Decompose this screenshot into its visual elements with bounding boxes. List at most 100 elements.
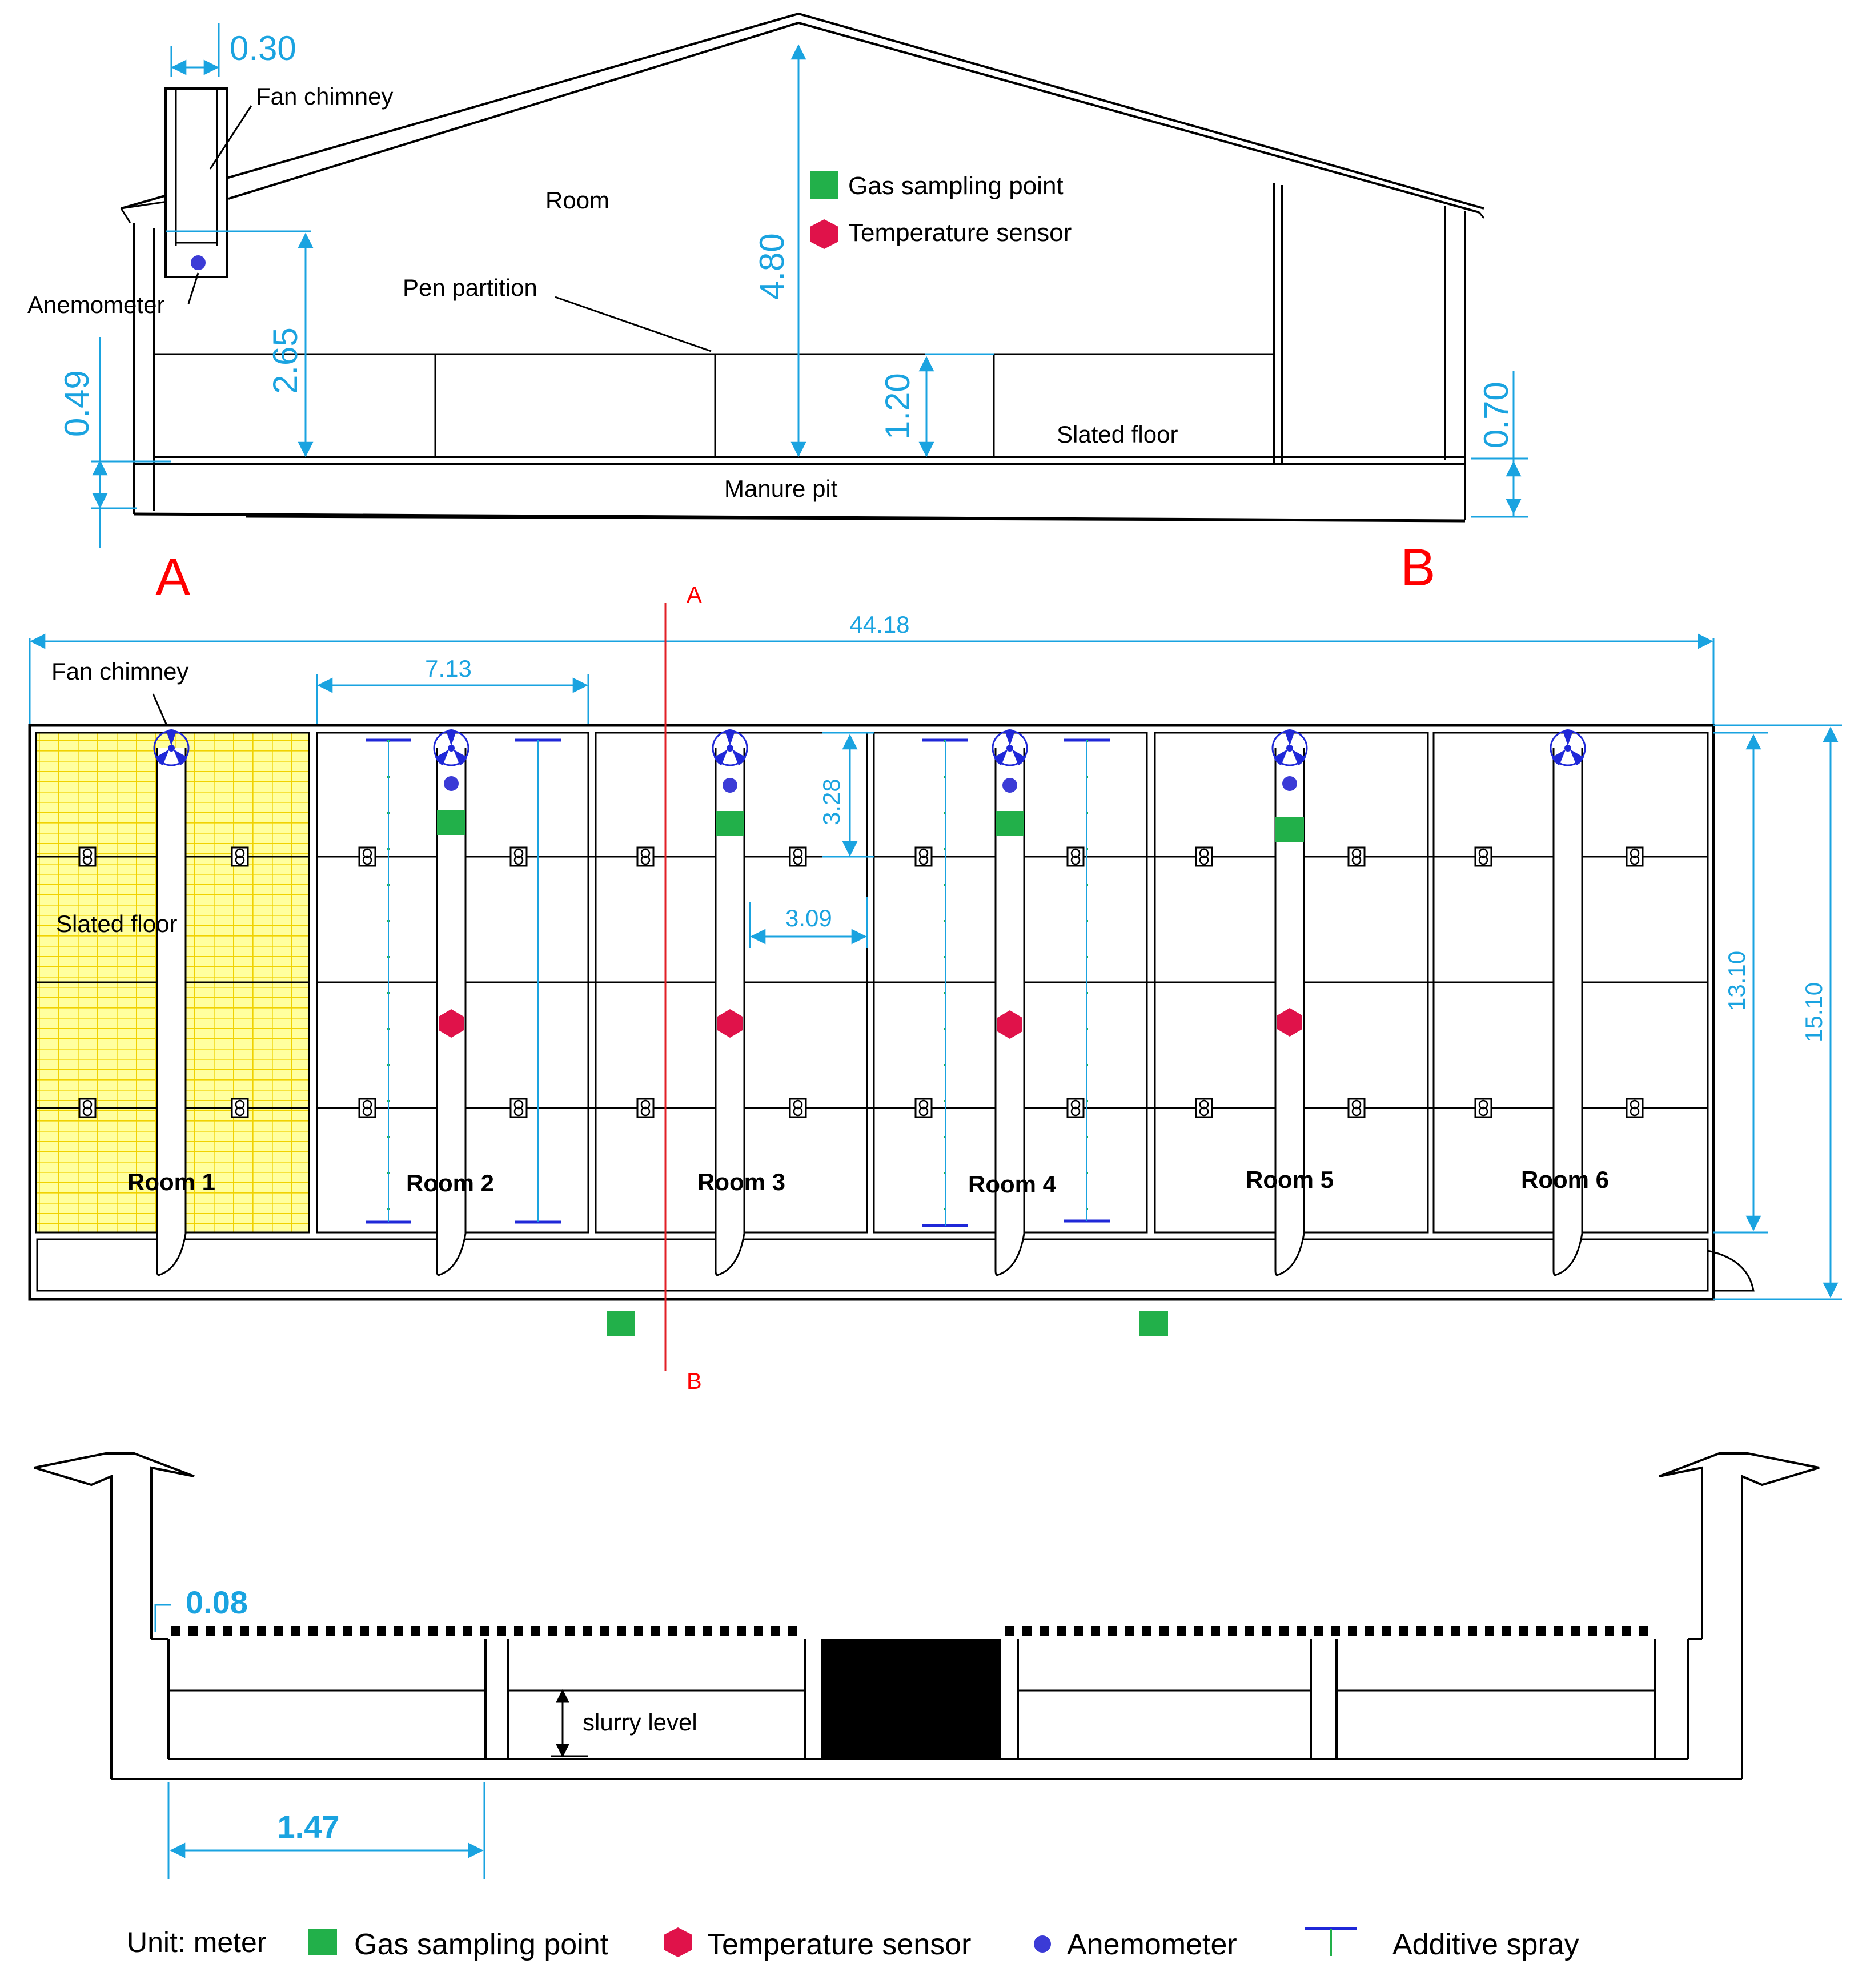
anemometer-icon [723,778,737,793]
pen-pillar [789,1098,807,1118]
slat [1228,1626,1237,1636]
additive-spray-line [515,738,561,1224]
pen-pillar [509,846,528,867]
plan-sensors [437,776,1304,1039]
pen-pillar [1195,1098,1213,1118]
roof-inner [228,21,1480,214]
legend-spray-line-icon [1305,1927,1357,1956]
pit-section-view [34,1452,1820,1780]
slat [1245,1626,1254,1636]
slat [1159,1626,1169,1636]
slat [223,1626,232,1636]
anemometer-icon [444,776,459,791]
room-label: Room 1 [127,1168,215,1195]
section-marker-b: B [1400,539,1435,597]
corridor [36,1238,1709,1292]
legend-blue-dot-icon [1034,1935,1051,1953]
slat [1074,1626,1083,1636]
slat [1040,1626,1049,1636]
slat [1502,1626,1511,1636]
additive-spray-line [366,738,411,1224]
dim-pit-depth-left: 0.49 [58,370,96,437]
slat [394,1626,403,1636]
temperature-sensor-icon [997,1010,1022,1039]
fan-chimney-duct [1550,728,1586,1276]
pen-pillar [1474,846,1492,867]
dim-room-depth: 13.10 [1723,951,1750,1011]
legend-item-gas: Gas sampling point [354,1928,609,1961]
slat [1348,1626,1357,1636]
label-gas-sampling-point: Gas sampling point [848,172,1064,200]
slat [1416,1626,1426,1636]
room-label: Room 2 [406,1170,494,1196]
slat [326,1626,335,1636]
slat [668,1626,677,1636]
pen-pillar [78,846,97,867]
slat [343,1626,352,1636]
slat [1639,1626,1648,1636]
dimension-lines [91,23,1528,548]
roof-outer [121,12,1484,210]
slat [514,1626,523,1636]
slat [1211,1626,1220,1636]
slat [531,1626,540,1636]
pen-pillar [509,1098,528,1118]
slat [1091,1626,1100,1636]
slat [1519,1626,1528,1636]
temperature-sensor-icon [1277,1008,1302,1037]
pen-pillar [1066,1098,1085,1118]
slat [1022,1626,1032,1636]
dim-ridge-height: 4.80 [753,233,791,300]
slat [1399,1626,1408,1636]
slat [1262,1626,1271,1636]
anemometer-icon [191,255,206,270]
slat [1142,1626,1151,1636]
pen-pillar [1474,1098,1492,1118]
slat [565,1626,575,1636]
label-slated-floor: Slated floor [1057,421,1178,448]
slat [1588,1626,1597,1636]
slat [1485,1626,1494,1636]
slat [1194,1626,1203,1636]
slat [411,1626,420,1636]
slat [206,1626,215,1636]
fan-chimney-duct [153,728,190,1276]
label-manure-pit: Manure pit [724,475,838,502]
slat [1057,1626,1066,1636]
slat [771,1626,780,1636]
slat [583,1626,592,1636]
label-anemometer: Anemometer [27,291,164,318]
gas-sampling-icon [996,811,1024,836]
section-line-top: A [687,583,702,608]
plan-label-slated-floor: Slated floor [56,910,177,937]
room-label: Room 4 [968,1171,1057,1198]
slat [446,1626,455,1636]
slat [1468,1626,1477,1636]
slat [634,1626,643,1636]
gas-sampling-icon [1275,817,1304,842]
pen-pillar [636,1098,655,1118]
fan-chimney [164,87,228,278]
slat [651,1626,660,1636]
dim-pen-depth: 3.28 [818,778,845,825]
section-line-bottom: B [687,1369,702,1394]
building-outline [28,724,1715,1301]
legend-red-hexagon-icon [664,1927,692,1957]
slat [1622,1626,1631,1636]
gas-sampling-icon [437,810,465,835]
slat [737,1626,746,1636]
slat [240,1626,249,1636]
pen-pillar [1195,846,1213,867]
gas-sampling-outdoor-2 [1139,1311,1168,1336]
pen-pillar [914,1098,933,1118]
section-marker-a: A [155,548,191,607]
slat [360,1626,369,1636]
slat [1108,1626,1117,1636]
slat [1382,1626,1391,1636]
legend-item-spray: Additive spray [1392,1928,1579,1961]
dim-sensor-height: 2.65 [266,327,304,394]
room-label: Room 6 [1521,1166,1609,1193]
room-label: Room 5 [1246,1166,1334,1193]
